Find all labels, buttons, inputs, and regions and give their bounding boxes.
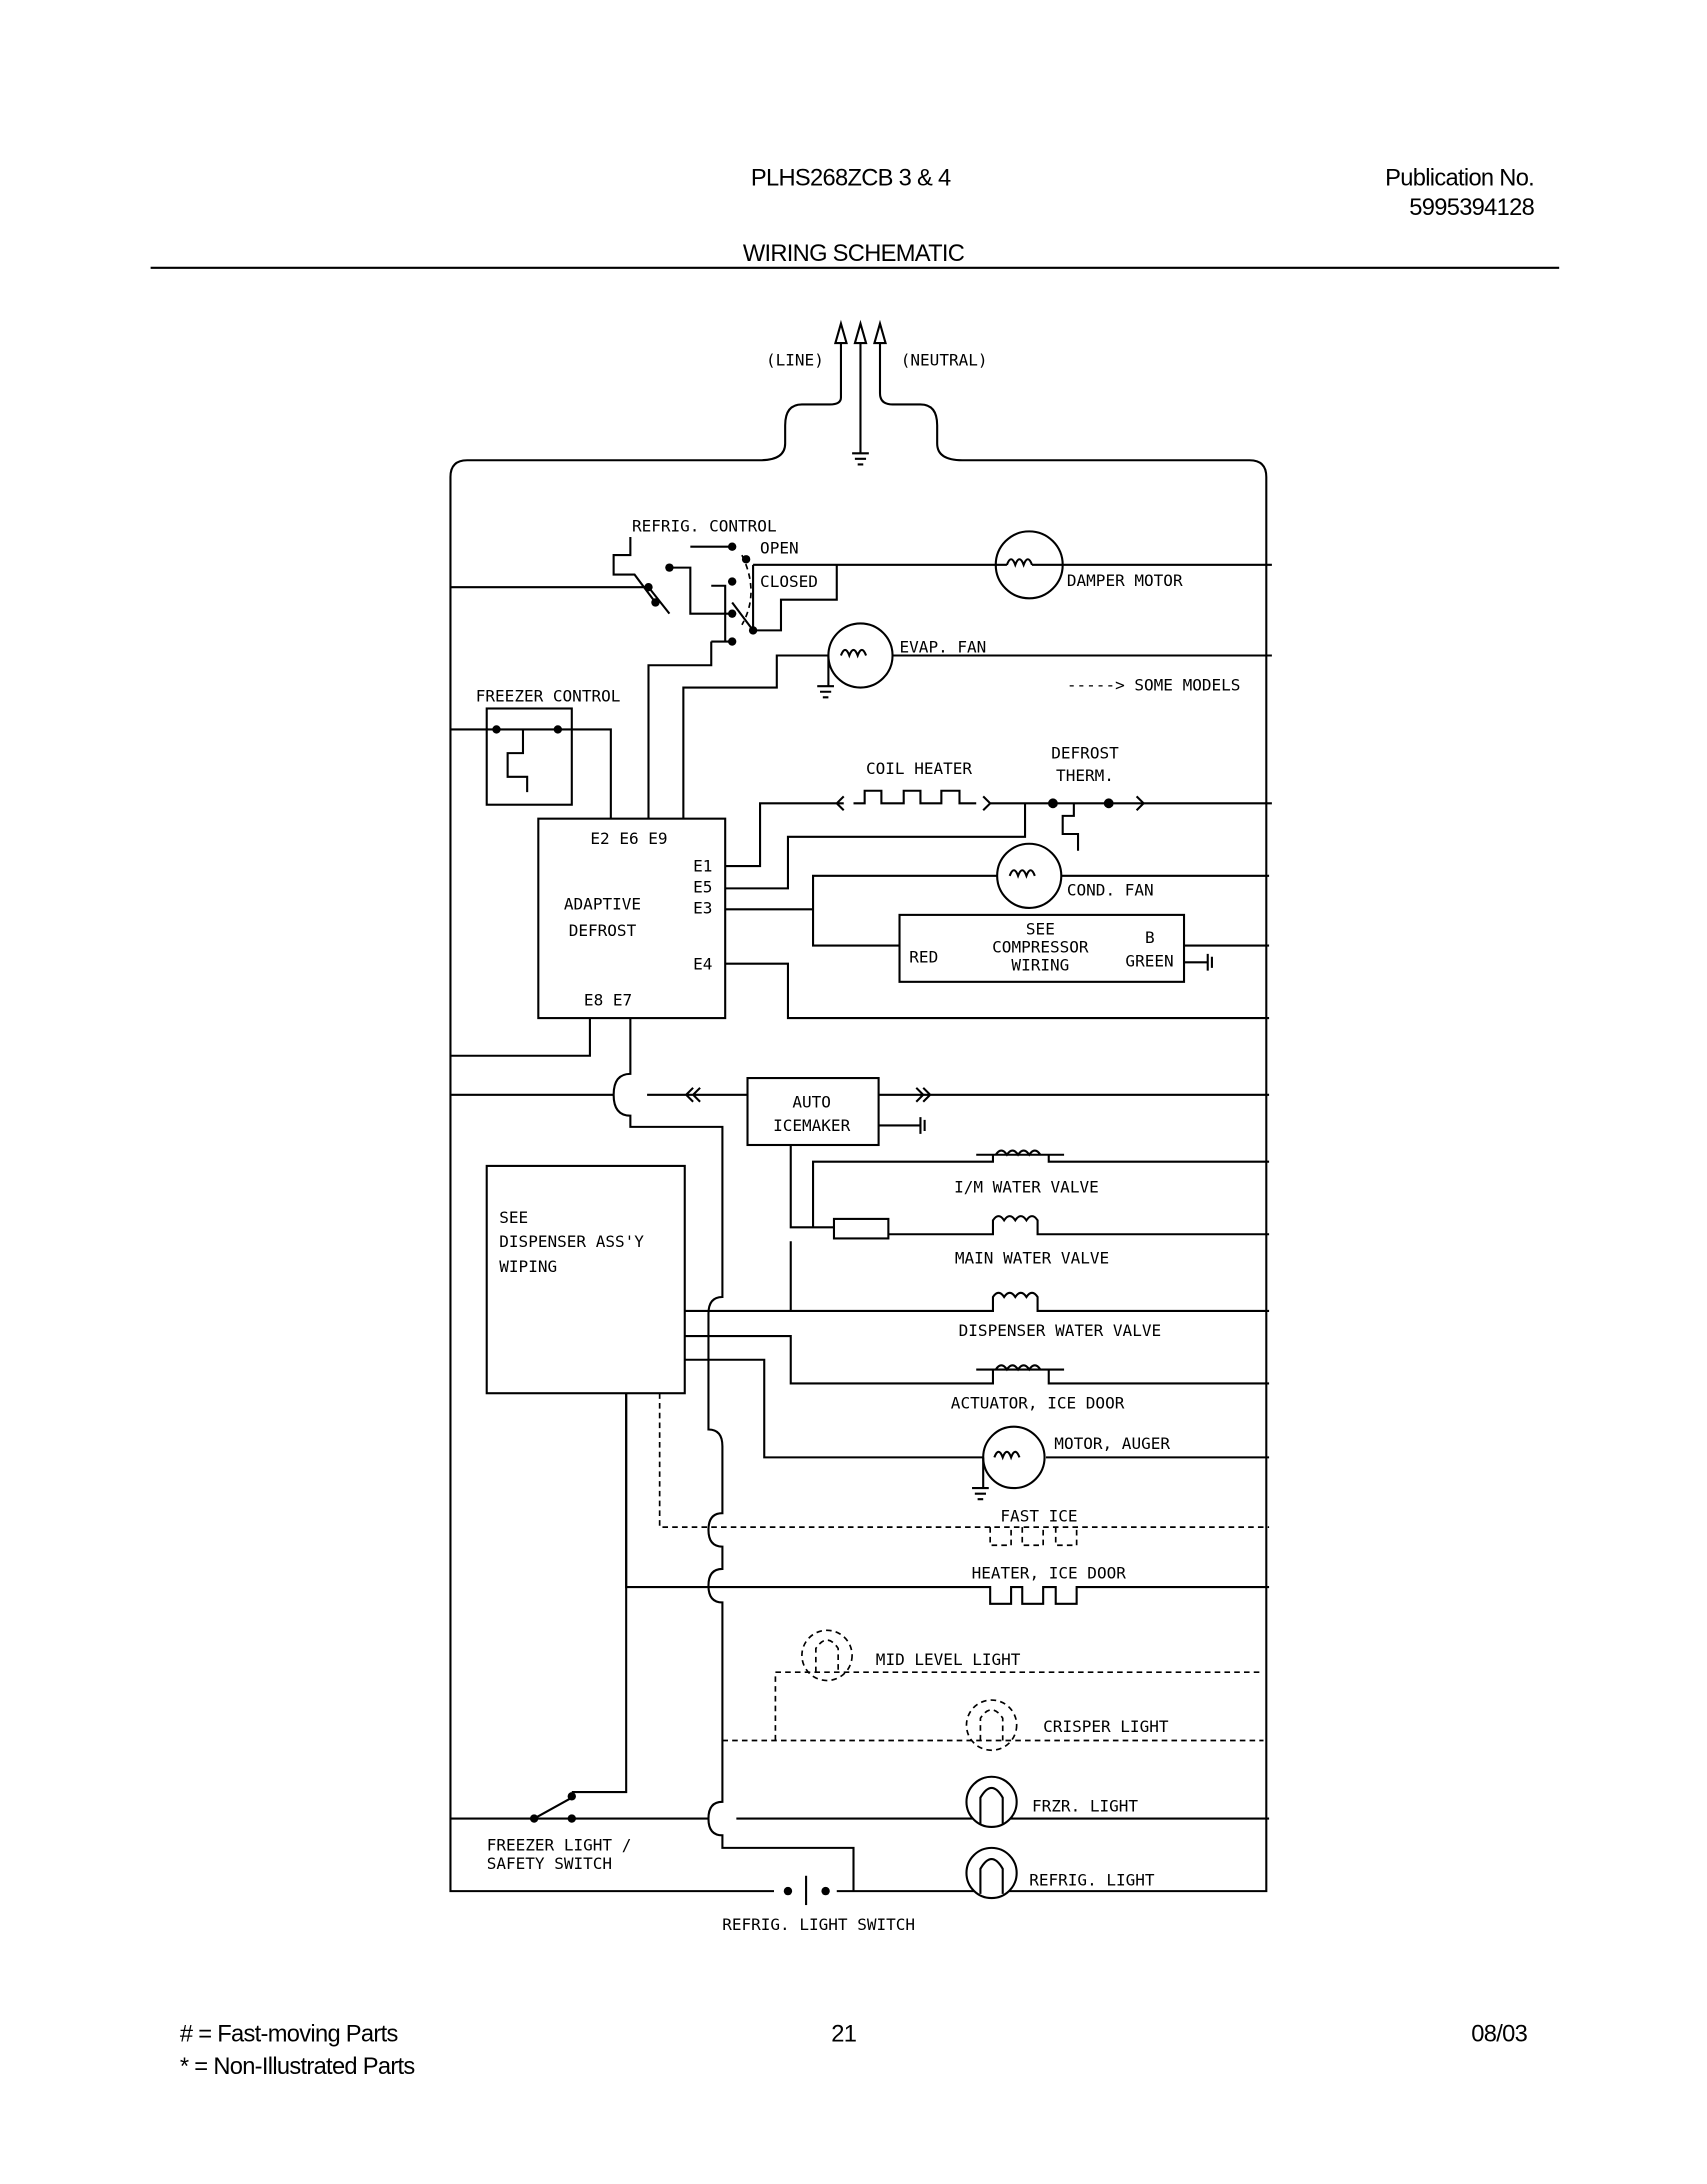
fast-ice-label: FAST ICE xyxy=(1000,1507,1077,1526)
refrig-light-label: REFRIG. LIGHT xyxy=(1029,1871,1155,1890)
auto-icemaker-box xyxy=(746,1077,880,1147)
freezer-switch-label-2: SAFETY SWITCH xyxy=(487,1854,612,1873)
defrost-label: DEFROST xyxy=(569,921,637,940)
mid-level-light-icon xyxy=(801,1629,853,1682)
legend-fast-moving: # = Fast-moving Parts xyxy=(180,2022,398,2048)
line-label: (LINE) xyxy=(766,350,824,369)
open-label: OPEN xyxy=(760,539,799,558)
terminal-e5: E5 xyxy=(693,878,712,897)
crisper-light-icon xyxy=(965,1699,1018,1752)
neutral-label: (NEUTRAL) xyxy=(901,350,988,369)
chassis-ground-icon xyxy=(1184,953,1213,971)
publication-number: 5995394128 xyxy=(1409,195,1534,221)
mid-level-light-label: MID LEVEL LIGHT xyxy=(876,1650,1021,1669)
frzr-light-icon xyxy=(965,1775,1018,1829)
coil-heater-icon xyxy=(725,789,1272,890)
cond-fan-wire xyxy=(725,874,1270,1020)
freezer-light-safety-switch-icon xyxy=(529,1393,628,1823)
compressor-box xyxy=(898,913,1186,983)
refrig-light-switch-label: REFRIG. LIGHT SWITCH xyxy=(722,1915,915,1934)
actuator-ice-door-label: ACTUATOR, ICE DOOR xyxy=(951,1394,1125,1413)
defrost-therm-label-2: THERM. xyxy=(1056,766,1114,785)
evap-fan-wire xyxy=(682,654,1272,819)
adaptive-label: ADAPTIVE xyxy=(564,894,641,913)
compressor-see: SEE xyxy=(1026,919,1055,938)
page-number: 21 xyxy=(831,2022,856,2048)
evap-fan-icon xyxy=(817,622,894,699)
motor-auger-label: MOTOR, AUGER xyxy=(1054,1434,1170,1453)
red-wire-label: RED xyxy=(909,947,938,966)
closed-label: CLOSED xyxy=(760,572,818,591)
dispenser-wiping: WIPING xyxy=(499,1257,557,1276)
b-label: B xyxy=(1145,928,1155,947)
dispenser-see: SEE xyxy=(499,1208,528,1227)
optional-light-wires xyxy=(722,1671,1264,1742)
valve-wires xyxy=(625,1144,1270,1605)
icemaker-label-2: ICEMAKER xyxy=(773,1116,850,1135)
green-wire-label: GREEN xyxy=(1125,951,1173,970)
frzr-light-label: FRZR. LIGHT xyxy=(1032,1797,1138,1816)
dispenser-assy-box xyxy=(485,1164,686,1395)
page-title: WIRING SCHEMATIC xyxy=(743,241,965,267)
motor-auger-icon xyxy=(972,1425,1046,1501)
publication-label: Publication No. xyxy=(1385,166,1534,192)
date: 08/03 xyxy=(1471,2022,1527,2048)
damper-motor-icon xyxy=(994,530,1064,600)
icemaker-wire xyxy=(450,1087,1270,1103)
im-water-valve-label: I/M WATER VALVE xyxy=(954,1177,1099,1196)
evap-fan-label: EVAP. FAN xyxy=(900,638,987,657)
adaptive-defrost-board xyxy=(537,817,727,1020)
heater-ice-door-label: HEATER, ICE DOOR xyxy=(972,1564,1127,1583)
fast-ice-heater-icon xyxy=(658,1393,1270,1547)
refrig-light-icon xyxy=(965,1846,1018,1900)
power-cord xyxy=(449,319,1268,1893)
crisper-light-label: CRISPER LIGHT xyxy=(1043,1717,1169,1736)
refrig-light-switch-icon xyxy=(774,1875,837,1906)
freezer-control-label: FREEZER CONTROL xyxy=(476,687,621,706)
freezer-switch-label-1: FREEZER LIGHT / xyxy=(487,1836,632,1855)
legend-non-illustrated: * = Non-Illustrated Parts xyxy=(180,2054,415,2080)
freezer-control xyxy=(450,707,612,819)
icemaker-label-1: AUTO xyxy=(792,1092,831,1111)
refrig-control xyxy=(450,536,1272,819)
refrig-control-label: REFRIG. CONTROL xyxy=(632,516,777,535)
terminal-e3: E3 xyxy=(693,898,712,917)
terminal-e4: E4 xyxy=(693,954,712,973)
compressor-label: COMPRESSOR xyxy=(992,938,1089,957)
compressor-wiring: WIRING xyxy=(1011,956,1069,975)
main-bus-wire xyxy=(450,1018,855,1892)
some-models-legend: -----> SOME MODELS xyxy=(1067,675,1241,694)
model-number: PLHS268ZCB 3 & 4 xyxy=(751,166,951,192)
defrost-therm-label-1: DEFROST xyxy=(1051,744,1119,763)
dispenser-water-valve-label: DISPENSER WATER VALVE xyxy=(959,1321,1161,1340)
cond-fan-label: COND. FAN xyxy=(1067,880,1154,899)
water-valve-connector-icon xyxy=(832,1217,890,1240)
damper-motor-label: DAMPER MOTOR xyxy=(1067,571,1183,590)
dispenser-label: DISPENSER ASS'Y xyxy=(499,1232,644,1251)
icemaker-ground-icon xyxy=(878,1117,926,1134)
coil-heater-label: COIL HEATER xyxy=(866,759,972,778)
terminals-top: E2 E6 E9 xyxy=(590,829,667,848)
terminals-bottom: E8 E7 xyxy=(584,991,632,1010)
terminal-e1: E1 xyxy=(693,857,712,876)
main-water-valve-label: MAIN WATER VALVE xyxy=(955,1249,1109,1268)
cond-fan-icon xyxy=(996,842,1063,909)
